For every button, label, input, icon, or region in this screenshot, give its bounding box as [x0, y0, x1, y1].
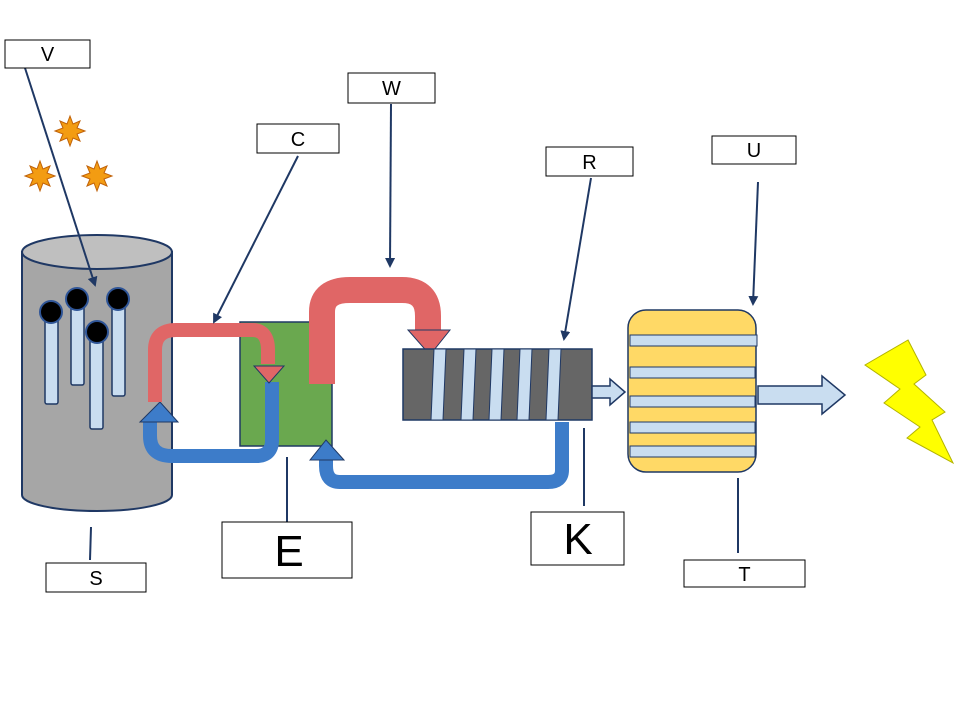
fuel-rod	[111, 298, 126, 397]
label-w: W	[347, 72, 436, 104]
svg-text:V: V	[41, 44, 55, 66]
label-e: E	[221, 521, 353, 579]
label-v: V	[4, 39, 91, 69]
label-r: R	[545, 146, 634, 177]
radiation-particles	[23, 114, 114, 193]
radiation-particle-icon	[53, 114, 87, 148]
radiation-particle-icon	[23, 159, 57, 193]
svg-text:C: C	[291, 129, 305, 151]
svg-text:E: E	[274, 527, 303, 576]
svg-text:K: K	[563, 515, 592, 564]
label-t: T	[683, 559, 806, 588]
label-k: K	[530, 511, 625, 566]
label-c: C	[256, 123, 340, 154]
secondary-hot-loop	[309, 277, 441, 384]
svg-text:W: W	[382, 78, 401, 100]
fuel-rod	[70, 298, 85, 386]
svg-text:U: U	[747, 140, 761, 162]
label-s: S	[45, 562, 147, 593]
svg-text:T: T	[738, 564, 750, 586]
lightning-bolt-icon	[864, 339, 955, 465]
primary-cold-loop	[143, 382, 279, 463]
generator	[627, 309, 758, 473]
output-arrow-icon	[757, 374, 847, 416]
primary-hot-loop	[148, 323, 275, 402]
fuel-rod	[44, 311, 59, 405]
label-u: U	[711, 135, 797, 165]
turbine	[402, 348, 593, 421]
radiation-particle-icon	[80, 159, 114, 193]
svg-text:S: S	[89, 568, 102, 590]
shaft-arrow-icon	[591, 377, 627, 407]
secondary-cold-loop	[319, 422, 569, 489]
fuel-rods	[39, 287, 130, 430]
fuel-rod	[89, 331, 104, 430]
svg-text:R: R	[582, 152, 596, 174]
